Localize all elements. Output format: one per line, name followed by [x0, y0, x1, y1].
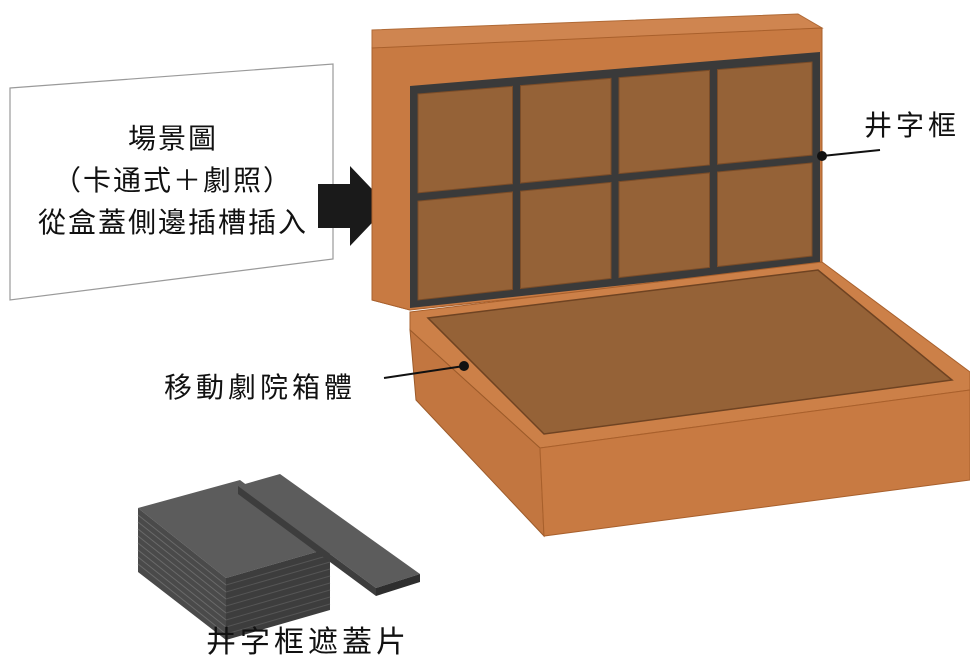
grid-cell — [417, 191, 513, 301]
grid-cells — [417, 61, 813, 301]
cover-single-top — [238, 474, 420, 588]
scene-card-line-1: 場景圖 — [127, 122, 218, 155]
grid-cell — [520, 181, 612, 290]
frame-leader-line — [821, 149, 881, 157]
grid-cell — [618, 69, 710, 175]
cover-stack-line — [225, 603, 331, 635]
cover-single-edge — [238, 486, 376, 596]
grid-cell — [520, 77, 612, 184]
box-leader-line — [383, 365, 465, 379]
grid-cell — [417, 85, 513, 194]
cover-stack-top — [138, 480, 330, 578]
cover-stack-line — [137, 514, 227, 586]
cover-stack-line — [225, 561, 331, 593]
scene-card-text: 場景圖 （卡通式＋劇照） 從盒蓋側邊插槽插入 — [12, 118, 334, 244]
lid-box — [371, 13, 824, 311]
scene-card — [9, 63, 334, 301]
box-front-face — [539, 389, 970, 537]
cover-stack-line — [225, 568, 331, 600]
cover-stack-front — [138, 508, 226, 640]
cover-stack-line — [137, 521, 227, 593]
cover-stack-line — [137, 556, 227, 628]
scene-card-line-3: 從盒蓋側邊插槽插入 — [37, 206, 308, 239]
grid-cell — [618, 172, 710, 279]
cover-stack-line — [137, 542, 227, 614]
insert-arrow-icon — [318, 166, 388, 246]
cover-stack-line — [137, 549, 227, 621]
cover-stack-lines — [137, 514, 331, 635]
box-label: 移動劇院箱體 — [164, 371, 357, 404]
theater-box — [409, 261, 970, 538]
box-leader-dot — [459, 361, 469, 371]
cover-stack-line — [225, 575, 331, 607]
cover-stack-line — [137, 528, 227, 600]
cover-single-edge-2 — [376, 574, 420, 596]
covers-label: 井字框遮蓋片 — [206, 625, 410, 660]
frame-leader-dot — [817, 151, 827, 161]
frame-label: 井字框 — [864, 109, 961, 142]
cover-stack-side — [226, 548, 330, 640]
cover-stack-line — [225, 554, 331, 586]
cover-stack-line — [225, 582, 331, 614]
cover-stack-line — [225, 589, 331, 621]
cover-pieces — [137, 474, 420, 640]
grid-cell — [717, 61, 813, 165]
cover-stack-line — [137, 563, 227, 635]
cover-stack-line — [137, 535, 227, 607]
grid-cell — [717, 162, 813, 268]
box-inner-floor — [426, 269, 954, 435]
scene-card-line-2: （卡通式＋劇照） — [52, 164, 293, 197]
cover-stack-line — [225, 596, 331, 628]
